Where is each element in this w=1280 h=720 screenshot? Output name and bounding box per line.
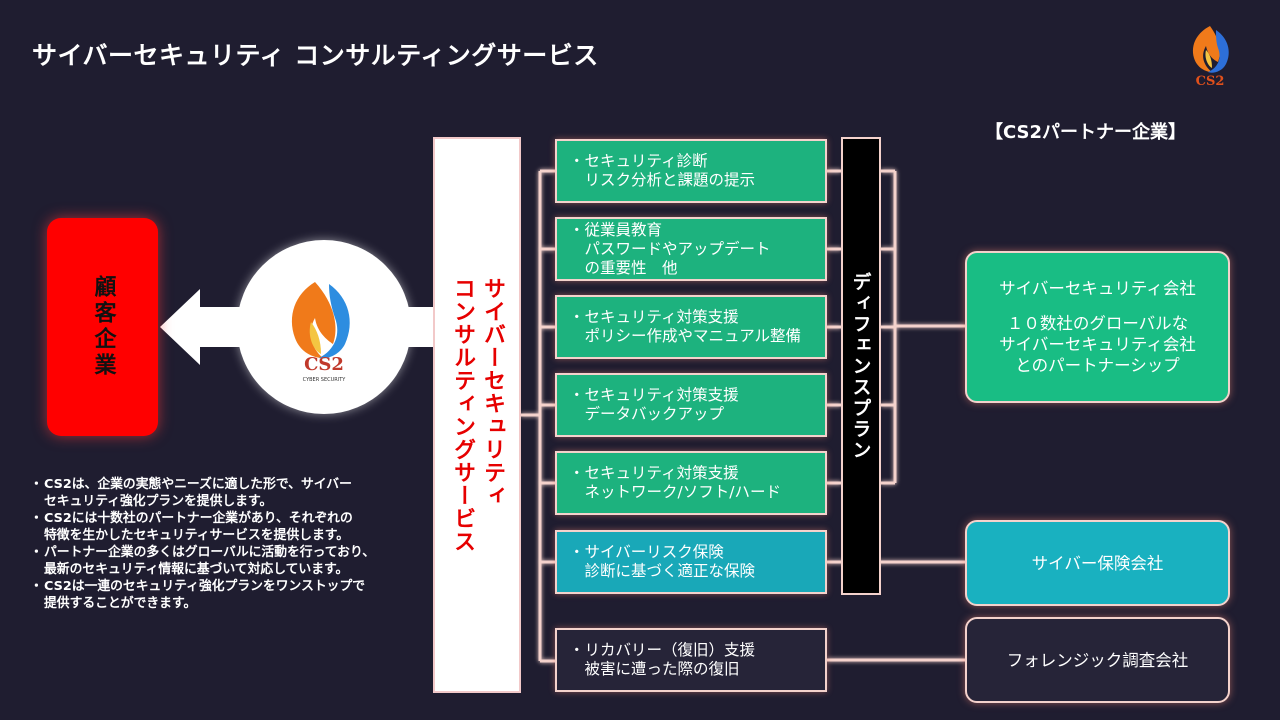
defense-plan-label: ディフェンスプラン (849, 271, 872, 461)
partner-line: とのパートナーシップ (1015, 356, 1180, 375)
note-line: CS2には十数社のパートナー企業があり、それぞれの (44, 511, 353, 526)
center-label-line-1: サイバーセキュリティ (480, 277, 505, 507)
note-line: パートナー企業の多くはグローバルに活動を行っており、 (44, 545, 376, 560)
service-line: ・セキュリティ対策支援 (569, 386, 739, 404)
service-line: ・セキュリティ対策支援 (569, 308, 739, 326)
svg-text:CS2: CS2 (1196, 74, 1225, 88)
cs2-logo-circle: CS2 CYBER SECURITY (237, 240, 411, 414)
service-box-backup: ・セキュリティ対策支援 データバックアップ (555, 373, 827, 437)
service-line: の重要性 他 (569, 258, 678, 277)
note-line: CS2は、企業の実態やニーズに適した形で、サイバー (44, 477, 352, 492)
service-line: ・セキュリティ診断 (569, 152, 708, 170)
service-line: パスワードやアップデート (569, 239, 771, 258)
note-item: ・ CS2には十数社のパートナー企業があり、それぞれの 特徴を生かしたセキュリテ… (30, 511, 353, 543)
service-box-insurance: ・サイバーリスク保険 診断に基づく適正な保険 (555, 530, 827, 594)
note-line: 特徴を生かしたセキュリティサービスを提供します。 (44, 528, 350, 543)
service-line: ・従業員教育 (569, 220, 663, 239)
page-title: サイバーセキュリティ コンサルティングサービス (32, 41, 599, 70)
partner-box-forensic-company: フォレンジック調査会社 (965, 617, 1230, 703)
note-item: ・ パートナー企業の多くはグローバルに活動を行っており、 最新のセキュリティ情報… (30, 545, 376, 577)
note-line: 提供することができます。 (44, 596, 197, 611)
customer-box: 顧客企業 (47, 218, 158, 436)
partner-box-security-company: サイバーセキュリティ会社 １０数社のグローバルな サイバーセキュリティ会社 との… (965, 251, 1230, 403)
service-line: ポリシー作成やマニュアル整備 (569, 327, 802, 345)
note-item: ・ CS2は一連のセキュリティ強化プランをワンストップで 提供することができます… (30, 579, 366, 611)
cs2-logo-icon: CS2 (1192, 26, 1229, 88)
service-line: 被害に遭った際の復旧 (569, 660, 740, 678)
service-line: ・リカバリー（復旧）支援 (569, 641, 756, 659)
note-line: セキュリティ強化プランを提供します。 (44, 494, 273, 509)
svg-text:CS2: CS2 (304, 354, 344, 375)
partner-box-insurance-company: サイバー保険会社 (965, 520, 1230, 606)
partner-line: フォレンジック調査会社 (1006, 650, 1189, 670)
partner-line: １０数社のグローバルな (1006, 314, 1189, 333)
partner-line: サイバーセキュリティ会社 (999, 335, 1196, 354)
service-box-recovery: ・リカバリー（復旧）支援 被害に遭った際の復旧 (555, 628, 827, 692)
center-label-line-2: コンサルティングサービス (450, 277, 475, 553)
service-line: ・セキュリティ対策支援 (569, 464, 739, 482)
service-line: リスク分析と課題の提示 (569, 171, 756, 189)
customer-label: 顧客企業 (90, 275, 116, 379)
service-line: ・サイバーリスク保険 (569, 543, 724, 561)
service-box-education: ・従業員教育 パスワードやアップデート の重要性 他 (555, 217, 827, 281)
consulting-service-bar: サイバーセキュリティ コンサルティングサービス (433, 137, 521, 693)
note-line: CS2は一連のセキュリティ強化プランをワンストップで (44, 579, 366, 594)
defense-plan-bar: ディフェンスプラン (841, 137, 881, 595)
service-box-diagnosis: ・セキュリティ診断 リスク分析と課題の提示 (555, 139, 827, 203)
partner-header: 【CS2パートナー企業】 (985, 122, 1187, 143)
cs2-logo-icon: CS2 CYBER SECURITY (291, 282, 350, 383)
service-line: 診断に基づく適正な保険 (569, 562, 756, 580)
note-item: ・ CS2は、企業の実態やニーズに適した形で、サイバー セキュリティ強化プランを… (30, 477, 352, 509)
service-line: ネットワーク/ソフト/ハード (569, 483, 781, 501)
service-line: データバックアップ (569, 405, 725, 423)
partner-line: サイバー保険会社 (1031, 553, 1164, 573)
service-box-policy: ・セキュリティ対策支援 ポリシー作成やマニュアル整備 (555, 295, 827, 359)
svg-text:CYBER SECURITY: CYBER SECURITY (303, 377, 347, 383)
service-box-network: ・セキュリティ対策支援 ネットワーク/ソフト/ハード (555, 451, 827, 515)
note-line: 最新のセキュリティ情報に基づいて対応しています。 (44, 562, 349, 577)
partner-line: サイバーセキュリティ会社 (999, 279, 1196, 298)
notes-list: ・ CS2は、企業の実態やニーズに適した形で、サイバー セキュリティ強化プランを… (30, 476, 430, 612)
